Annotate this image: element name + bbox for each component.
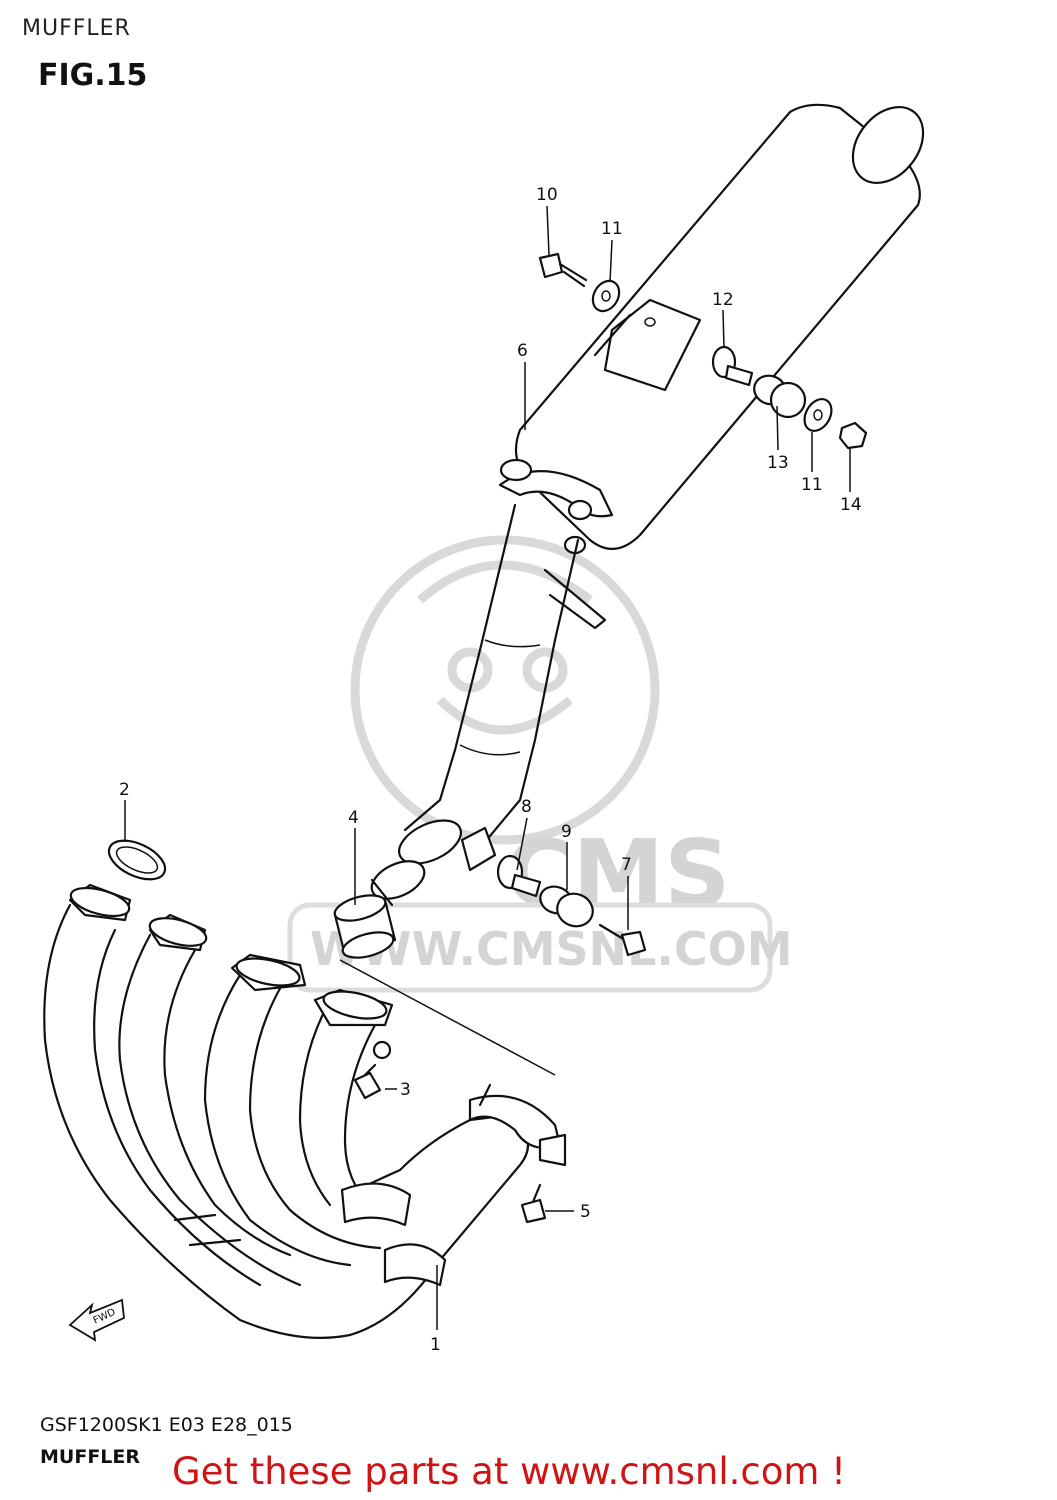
watermark-logo-text: CMS [505,820,730,927]
callout-4: 4 [348,808,359,828]
callout-8: 8 [521,797,532,817]
callout-9: 9 [561,822,572,842]
callout-14: 14 [840,495,862,515]
part-14-nut[interactable] [838,421,868,450]
part-13-cushion[interactable] [750,371,807,419]
callout-3: 3 [400,1080,411,1100]
part-9-cushion[interactable] [537,882,598,931]
callout-13: 13 [767,453,789,473]
leader-lines [124,205,851,1330]
part-7-bolt[interactable] [598,923,647,957]
figure-label: FIG.15 [38,58,148,93]
callout-11-upper: 11 [601,219,623,239]
callout-10: 10 [536,185,558,205]
part-2-gasket[interactable] [103,833,171,887]
part-3-bolt[interactable] [353,1063,382,1100]
fwd-arrow-icon: FWD [68,1298,125,1342]
callout-6: 6 [517,341,528,361]
diagram-code: GSF1200SK1 E03 E28_015 [40,1414,293,1436]
part-1-exhaust-pipe-assembly[interactable] [43,883,567,1339]
page-header-title: MUFFLER [22,16,131,41]
callout-2: 2 [119,780,130,800]
part-4-gasket-sleeve[interactable] [332,891,556,1076]
diagram-name: MUFFLER [40,1446,141,1468]
part-11-washer-lower[interactable] [799,394,837,435]
part-11-washer-upper[interactable] [588,276,625,316]
part-12-collar[interactable] [711,345,754,387]
callout-1: 1 [430,1335,441,1355]
part-5-bolt[interactable] [520,1183,547,1224]
callout-7: 7 [621,855,632,875]
callout-12: 12 [712,290,734,310]
callout-5: 5 [580,1202,591,1222]
promo-link[interactable]: Get these parts at www.cmsnl.com ! [172,1450,847,1493]
part-10-bolt[interactable] [538,252,588,288]
part-6-connecting-pipe[interactable] [366,503,607,907]
callout-11-lower: 11 [801,475,823,495]
part-8-collar[interactable] [496,854,542,898]
part-6-muffler[interactable] [498,93,937,555]
